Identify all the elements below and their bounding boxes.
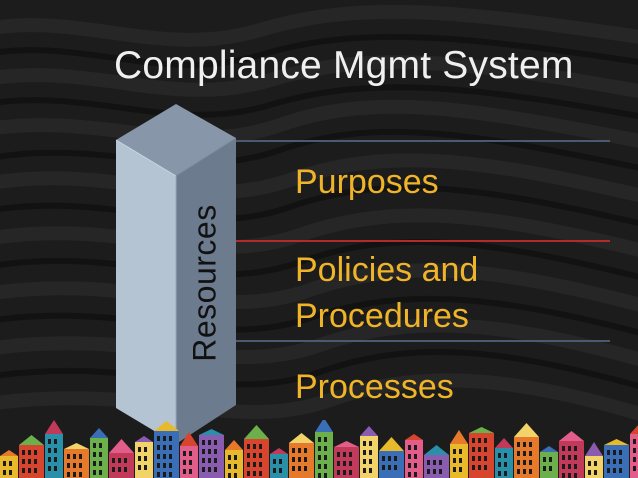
item-policies-line2: Procedures (295, 297, 469, 335)
item-purposes: Purposes (295, 163, 439, 201)
divider-top (236, 140, 610, 142)
pillar-side-face (176, 138, 236, 444)
townhouse-footer-art (0, 420, 638, 478)
pillar-front-face (116, 140, 176, 444)
item-processes: Processes (295, 368, 454, 406)
divider-middle (236, 240, 610, 242)
divider-bottom (236, 340, 610, 342)
pillar-label: Resources (186, 204, 223, 362)
slide-title: Compliance Mgmt System (114, 44, 574, 87)
item-policies-line1: Policies and (295, 251, 479, 289)
